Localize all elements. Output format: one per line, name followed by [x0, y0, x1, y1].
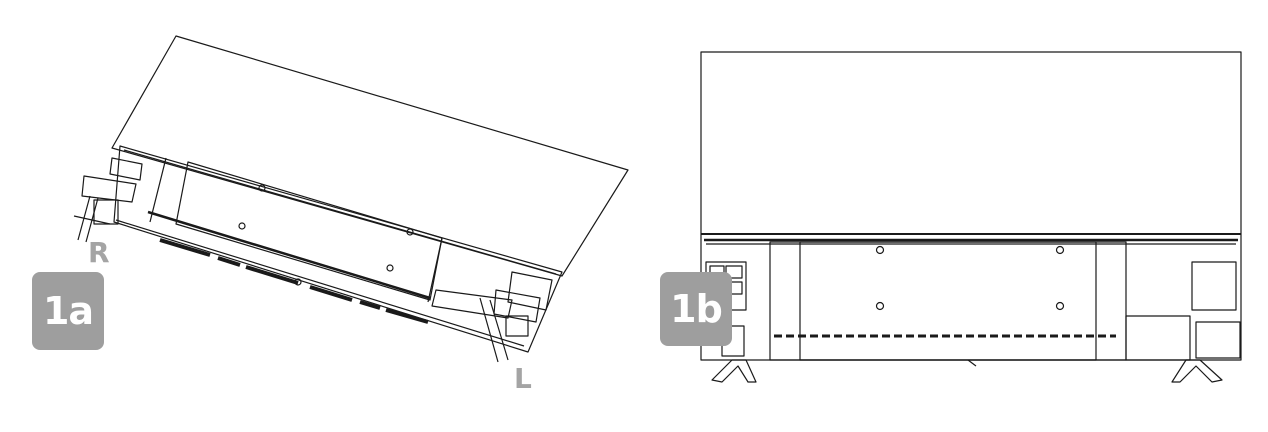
stand-left — [431, 271, 553, 363]
step-badge-1b: 1b — [660, 272, 732, 346]
tv-back-cover — [175, 161, 443, 301]
figure-1b-tv-back-standing — [700, 51, 1242, 383]
tv-back-cover-1b — [799, 241, 1097, 361]
figure-1a-tv-back-perspective — [73, 35, 629, 363]
tv-panel-outline — [111, 35, 629, 277]
tv-back-housing — [113, 145, 563, 353]
step-badge-1a: 1a — [32, 272, 104, 350]
left-side-label: L — [514, 362, 532, 395]
stand-foot-left — [711, 359, 757, 383]
tv-panel-outline-1b — [700, 51, 1242, 361]
stand-foot-right — [1171, 359, 1223, 383]
stand-right — [73, 157, 143, 243]
right-side-label: R — [88, 236, 110, 269]
